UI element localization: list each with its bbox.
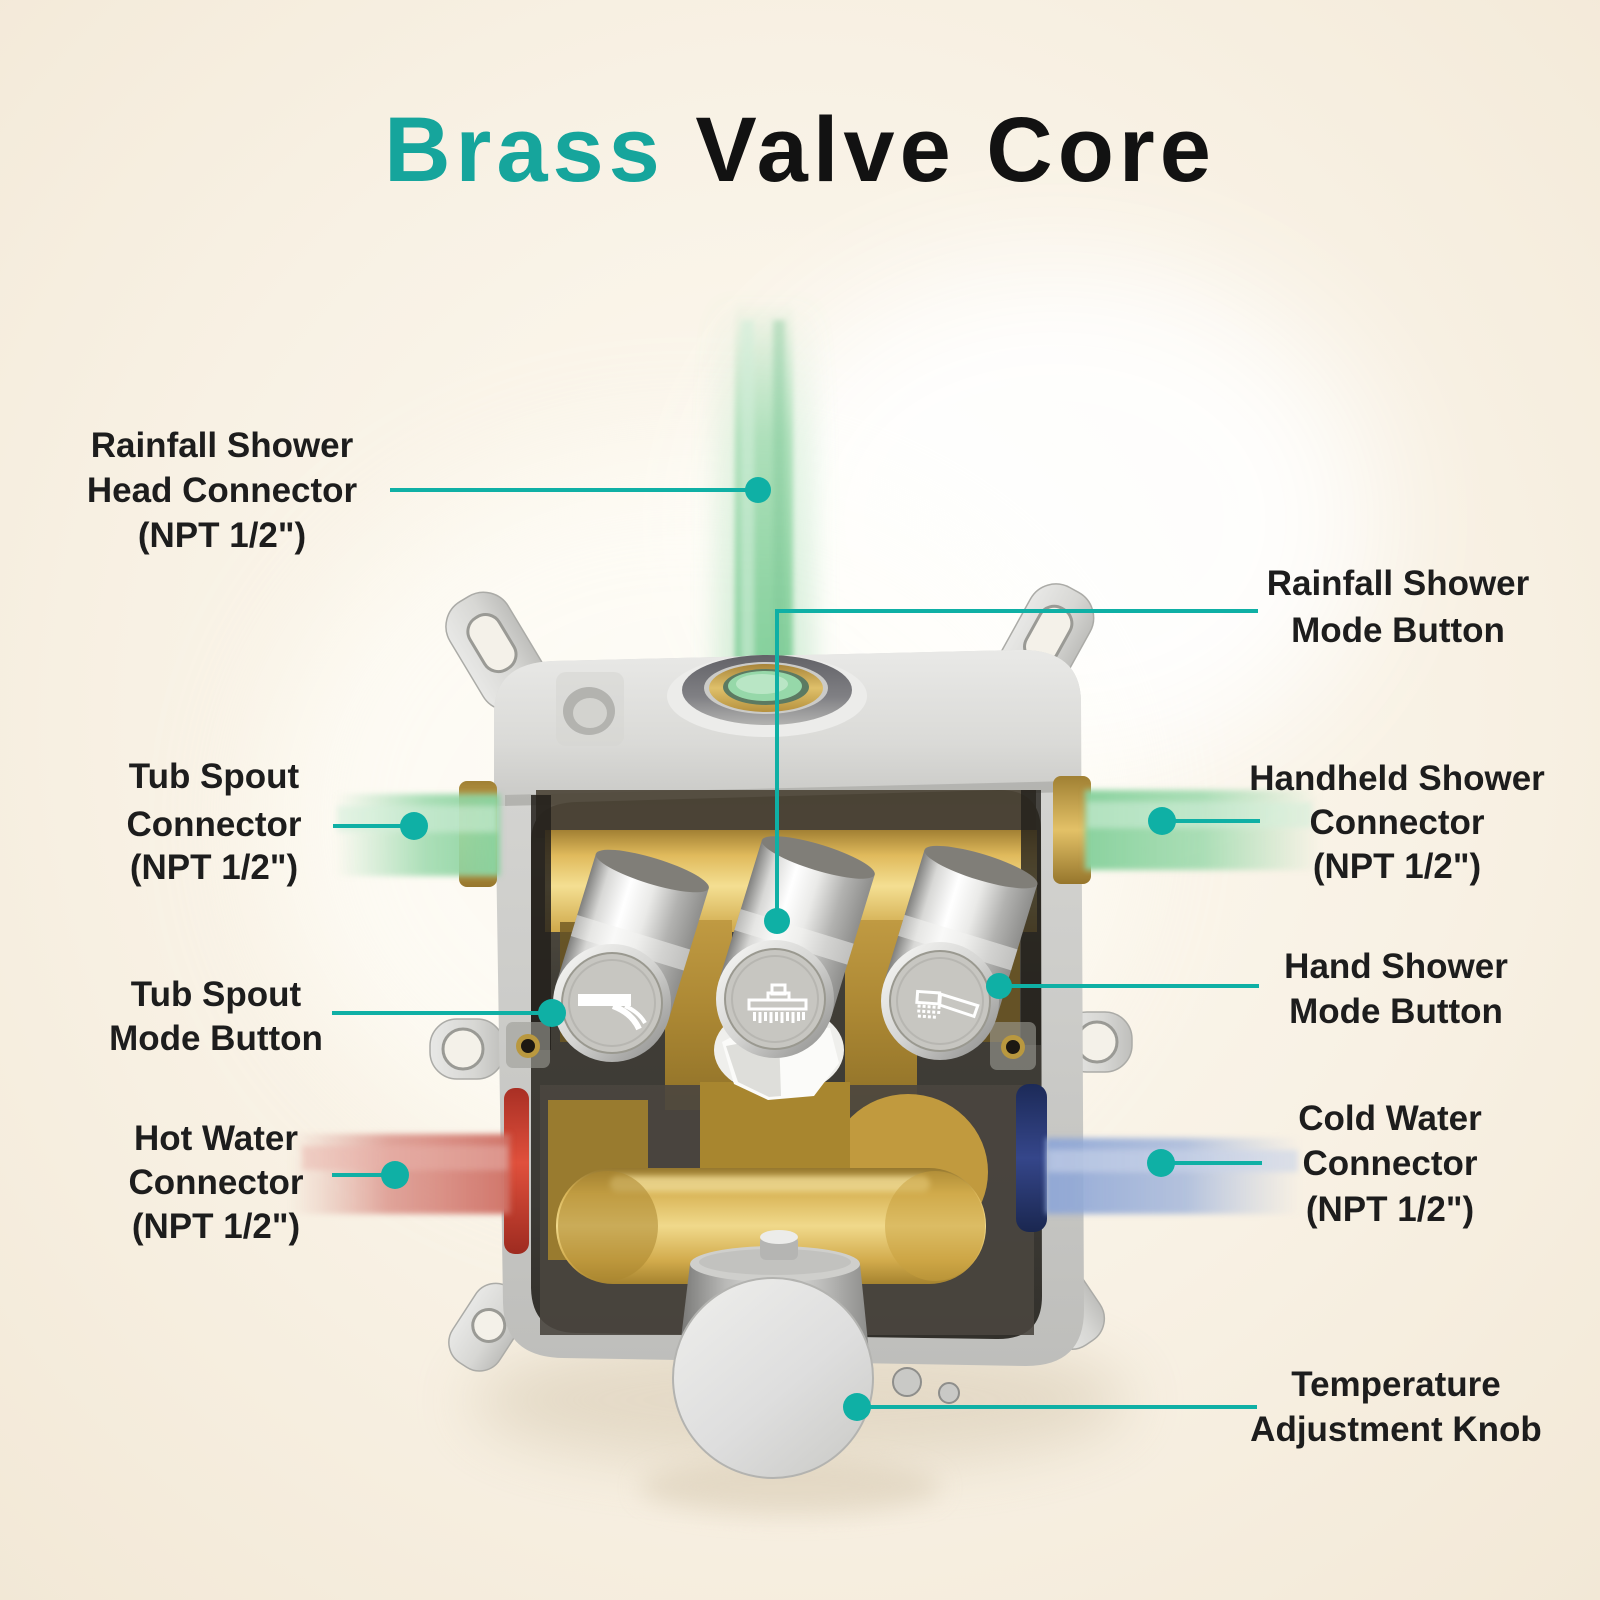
svg-text:Brass Valve Core: Brass Valve Core xyxy=(384,99,1216,201)
svg-text:Hand Shower: Hand Shower xyxy=(1284,947,1508,986)
svg-text:(NPT 1/2"): (NPT 1/2") xyxy=(1306,1190,1474,1229)
svg-text:Tub Spout: Tub Spout xyxy=(131,975,302,1014)
svg-text:Connector: Connector xyxy=(1310,803,1485,842)
svg-text:(NPT 1/2"): (NPT 1/2") xyxy=(132,1207,300,1246)
svg-text:Mode Button: Mode Button xyxy=(109,1019,323,1058)
svg-text:(NPT 1/2"): (NPT 1/2") xyxy=(1313,847,1481,886)
svg-text:(NPT 1/2"): (NPT 1/2") xyxy=(138,516,306,555)
svg-text:Hot Water: Hot Water xyxy=(134,1119,298,1158)
svg-text:(NPT 1/2"): (NPT 1/2") xyxy=(130,848,298,887)
svg-text:Handheld Shower: Handheld Shower xyxy=(1249,759,1545,798)
svg-text:Head Connector: Head Connector xyxy=(87,471,358,510)
svg-text:Temperature: Temperature xyxy=(1291,1365,1500,1404)
svg-text:Connector: Connector xyxy=(127,805,302,844)
svg-text:Tub Spout: Tub Spout xyxy=(129,757,300,796)
svg-text:Rainfall Shower: Rainfall Shower xyxy=(91,426,354,465)
svg-text:Mode Button: Mode Button xyxy=(1289,992,1503,1031)
svg-text:Mode Button: Mode Button xyxy=(1291,611,1505,650)
svg-text:Rainfall Shower: Rainfall Shower xyxy=(1267,564,1530,603)
svg-text:Connector: Connector xyxy=(129,1163,304,1202)
svg-text:Connector: Connector xyxy=(1303,1144,1478,1183)
svg-text:Cold Water: Cold Water xyxy=(1298,1099,1482,1138)
svg-text:Adjustment Knob: Adjustment Knob xyxy=(1250,1410,1542,1449)
